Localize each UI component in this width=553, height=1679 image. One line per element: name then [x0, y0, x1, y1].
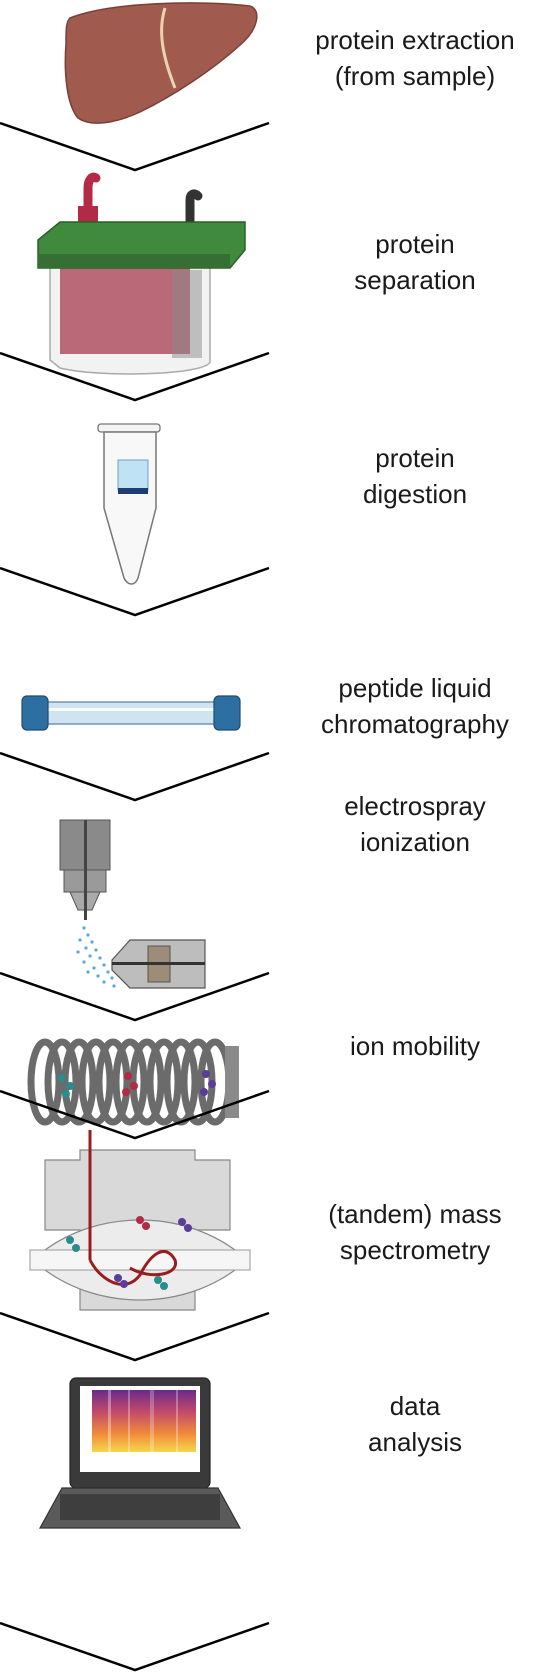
step-peptide-lc: peptide liquid chromatography: [0, 650, 553, 802]
step-label-ims: ion mobility: [290, 1028, 540, 1064]
label-line: digestion: [362, 479, 468, 509]
label-line: analysis: [368, 1427, 462, 1457]
gel-electrophoresis-tank-icon: [37, 172, 246, 375]
chevron-divider: [0, 971, 270, 1022]
step-label-separation: protein separation: [290, 226, 540, 298]
step-protein-separation: protein separation: [0, 170, 553, 410]
label-line: data: [389, 1391, 441, 1421]
chevron-divider: [0, 751, 270, 802]
step-label-extraction: protein extraction (from sample): [290, 22, 540, 94]
label-line: separation: [354, 265, 476, 295]
step-label-esi: electrospray ionization: [290, 788, 540, 860]
label-line: protein extraction: [315, 25, 515, 55]
label-line: protein: [375, 229, 455, 259]
step-protein-digestion: protein digestion: [0, 410, 553, 650]
chevron-divider: [0, 1311, 270, 1362]
chromatography-column-icon: [21, 695, 241, 731]
label-line: chromatography: [321, 709, 509, 739]
chevron-divider: [0, 1089, 270, 1140]
step-data-analysis: data analysis: [0, 1377, 553, 1679]
label-line: ionization: [360, 827, 470, 857]
label-line: peptide liquid: [338, 673, 492, 703]
ion-trap-icon: [29, 1130, 251, 1311]
step-tandem-mass-spectrometry: (tandem) mass spectrometry: [0, 1130, 553, 1390]
step-label-lc: peptide liquid chromatography: [290, 670, 540, 742]
step-label-ms: (tandem) mass spectrometry: [290, 1196, 540, 1268]
step-electrospray-ionization: electrospray ionization: [0, 791, 553, 1040]
step-ion-mobility: ion mobility: [0, 1031, 553, 1220]
label-line: ion mobility: [349, 1031, 481, 1061]
liver-icon: [64, 2, 258, 124]
laptop-heatmap-icon: [38, 1377, 242, 1529]
electrospray-source-icon: [59, 819, 206, 989]
label-line: (tandem) mass: [328, 1199, 502, 1229]
chevron-divider: [0, 121, 270, 172]
step-protein-extraction: protein extraction (from sample): [0, 0, 553, 180]
label-line: (from sample): [334, 61, 496, 91]
step-label-analysis: data analysis: [290, 1388, 540, 1460]
chevron-divider: [0, 351, 270, 402]
chevron-divider: [0, 566, 270, 617]
label-line: spectrometry: [339, 1235, 491, 1265]
label-line: electrospray: [344, 791, 486, 821]
chevron-divider: [0, 1621, 270, 1672]
step-label-digestion: protein digestion: [290, 440, 540, 512]
label-line: protein: [375, 443, 455, 473]
microcentrifuge-tube-icon: [97, 423, 161, 585]
